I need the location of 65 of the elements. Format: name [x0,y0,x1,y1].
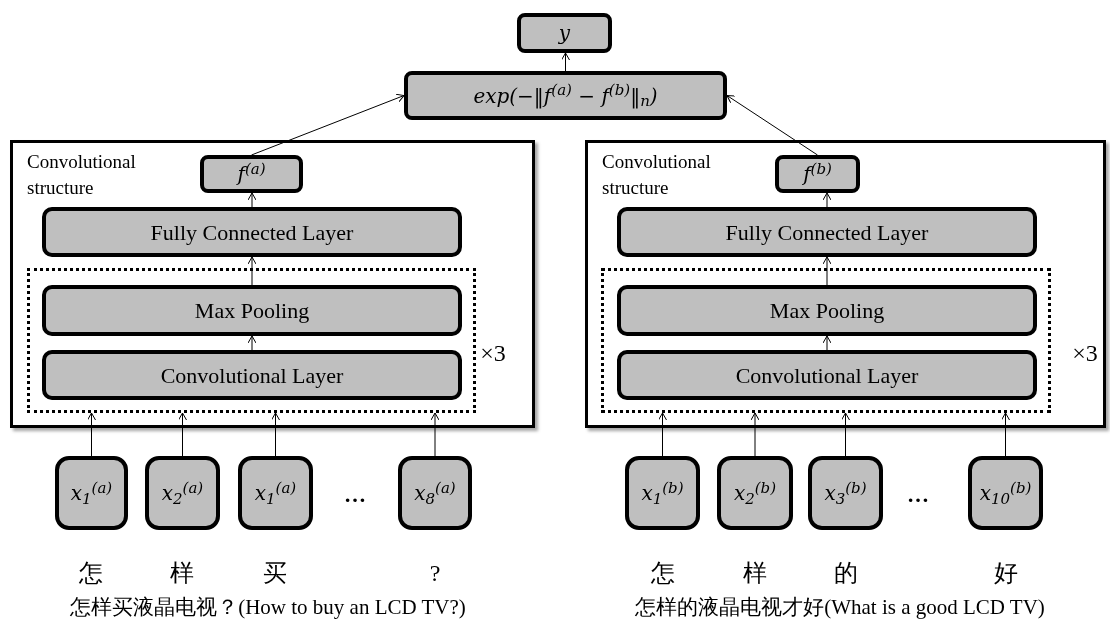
arrow [247,256,257,286]
caption: 怎样的液晶电视才好(What is a good LCD TV) [634,594,1046,621]
arrow [430,412,440,457]
arrow [822,335,832,351]
arrow [251,93,405,156]
arrow [87,412,96,457]
token-box [55,456,128,530]
arrow [726,95,818,156]
formula-box [775,155,860,193]
node-label: Fully Connected Layer [150,218,354,247]
arrow [178,412,187,457]
token-box [968,456,1043,530]
node-label: Max Pooling [194,297,310,325]
node-label: Max Pooling [769,297,885,325]
formula-box [404,71,727,120]
node-label: f$^{(a)}$ [237,159,266,188]
token-box [717,456,793,530]
token-character: 样 [742,559,768,588]
node-label: Convolutional Layer [735,361,919,390]
node-label: f$^{(b)}$ [803,159,832,188]
layer-box [42,350,462,400]
node-label: y [558,20,571,47]
formula-box [517,13,612,53]
arrow [1001,412,1010,457]
repeat-count: ×3 [479,339,507,368]
token-box [238,456,313,530]
layer-box [617,285,1037,336]
arrow [750,412,760,457]
token-character: 买 [262,559,288,588]
arrow [247,192,257,208]
node-label: exp(−‖f$^{(a)}$ − f$^{(b)}$‖$_{n}$) [473,80,658,111]
token-box [145,456,220,530]
frame-title: Convolutional structure [27,150,137,200]
caption: 怎样买液晶电视？(How to buy an LCD TV?) [69,594,467,621]
formula-box [200,155,303,193]
layer-box [42,285,462,336]
node-label: Convolutional Layer [160,361,344,390]
dotted-group-box [601,268,1051,413]
ellipsis: … [343,481,367,509]
layer-box [617,207,1037,257]
token-character: 样 [169,559,195,588]
token-character: 好 [993,559,1019,588]
arrow [247,335,257,351]
token-character: 怎 [650,559,676,588]
frame-title: Convolutional structure [602,150,712,200]
structure-frame [10,140,535,428]
arrow [658,412,667,457]
arrow [822,256,832,286]
node-label: Fully Connected Layer [725,218,929,247]
arrow [822,192,832,208]
layer-box [617,350,1037,400]
structure-frame [585,140,1106,428]
token-box [625,456,700,530]
token-box [808,456,883,530]
arrow [841,412,850,457]
token-character: 怎 [78,559,104,588]
arrow [561,52,570,72]
token-character: ? [428,559,442,588]
ellipsis: … [906,481,930,509]
layer-box [42,207,462,257]
repeat-count: ×3 [1071,339,1099,368]
token-box [398,456,472,530]
dotted-group-box [27,268,476,413]
token-character: 的 [833,559,859,588]
arrow [271,412,280,457]
